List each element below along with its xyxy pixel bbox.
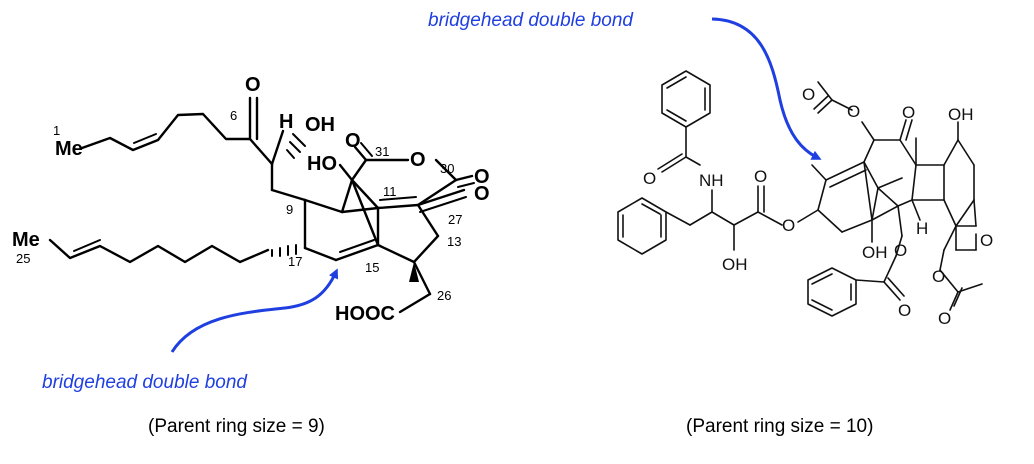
left-num-9: 9 xyxy=(286,202,293,217)
right-atom-oh-side: OH xyxy=(722,255,748,274)
left-hashed-wedge-oh xyxy=(286,133,306,159)
right-atom-oh-bottom: OH xyxy=(862,243,888,262)
left-molecule: Me Me O H OH HO O O O O HOOC 1 6 25 9 17… xyxy=(12,74,490,437)
right-annotation-label: bridgehead double bond xyxy=(428,10,634,31)
left-chain-bottom xyxy=(48,238,297,264)
left-atom-o-ketone: O xyxy=(245,74,261,96)
right-atom-o-ac1: O xyxy=(847,102,860,121)
right-atom-h-junction: H xyxy=(916,219,928,238)
left-atom-o-ring: O xyxy=(410,149,426,171)
left-chain-top xyxy=(80,96,307,202)
left-annotation-label: bridgehead double bond xyxy=(42,372,248,393)
left-hashed-wedge-c17 xyxy=(271,244,297,257)
right-atom-o-ester: O xyxy=(782,216,795,235)
left-num-30: 30 xyxy=(440,161,454,176)
left-atom-me1: Me xyxy=(55,138,83,160)
left-num-1: 1 xyxy=(53,123,60,138)
right-phenyl-bottom xyxy=(617,197,667,255)
right-atom-o-amide: O xyxy=(643,169,656,188)
right-annotation-arrow xyxy=(711,17,822,160)
right-atom-o-bz: O xyxy=(894,241,907,260)
right-atom-o-oxetane: O xyxy=(980,231,993,250)
left-num-13: 13 xyxy=(447,234,461,249)
left-num-11: 11 xyxy=(383,184,397,199)
left-atom-o-dbl1: O xyxy=(345,130,361,152)
right-atom-o-esterdbl: O xyxy=(754,167,767,186)
left-caption: (Parent ring size = 9) xyxy=(148,416,325,437)
right-atom-o-ketone: O xyxy=(902,103,915,122)
left-num-25: 25 xyxy=(16,251,30,266)
left-num-6: 6 xyxy=(230,108,237,123)
left-num-27: 27 xyxy=(448,212,462,227)
left-atom-me25: Me xyxy=(12,229,40,251)
right-atom-o-ac1dbl: O xyxy=(802,85,815,104)
left-atom-oh: OH xyxy=(305,114,335,136)
left-num-15: 15 xyxy=(365,260,379,275)
left-num-26: 26 xyxy=(437,288,451,303)
right-atom-o-ac2dbl: O xyxy=(938,309,951,328)
left-num-31: 31 xyxy=(375,144,389,159)
left-atom-ho: HO xyxy=(307,153,337,175)
left-atom-o-dbl3: O xyxy=(474,183,490,205)
right-atom-o-ac2: O xyxy=(932,267,945,286)
right-molecule: NH O O O OH O O O OH OH O O H O O O brid… xyxy=(428,10,993,437)
right-phenyl-top xyxy=(661,70,711,128)
left-num-17: 17 xyxy=(288,254,302,269)
right-atom-oh-top: OH xyxy=(948,105,974,124)
right-atom-o-bzdbl: O xyxy=(898,301,911,320)
right-atom-nh: NH xyxy=(699,171,724,190)
left-atom-o-dbl2: O xyxy=(474,166,490,188)
left-atom-cooh: HOOC xyxy=(335,303,395,325)
left-ring-system xyxy=(303,142,475,314)
left-annotation-arrow xyxy=(170,268,339,353)
left-atom-h: H xyxy=(279,111,293,133)
right-caption: (Parent ring size = 10) xyxy=(686,416,873,437)
right-taxane-core xyxy=(807,81,983,317)
